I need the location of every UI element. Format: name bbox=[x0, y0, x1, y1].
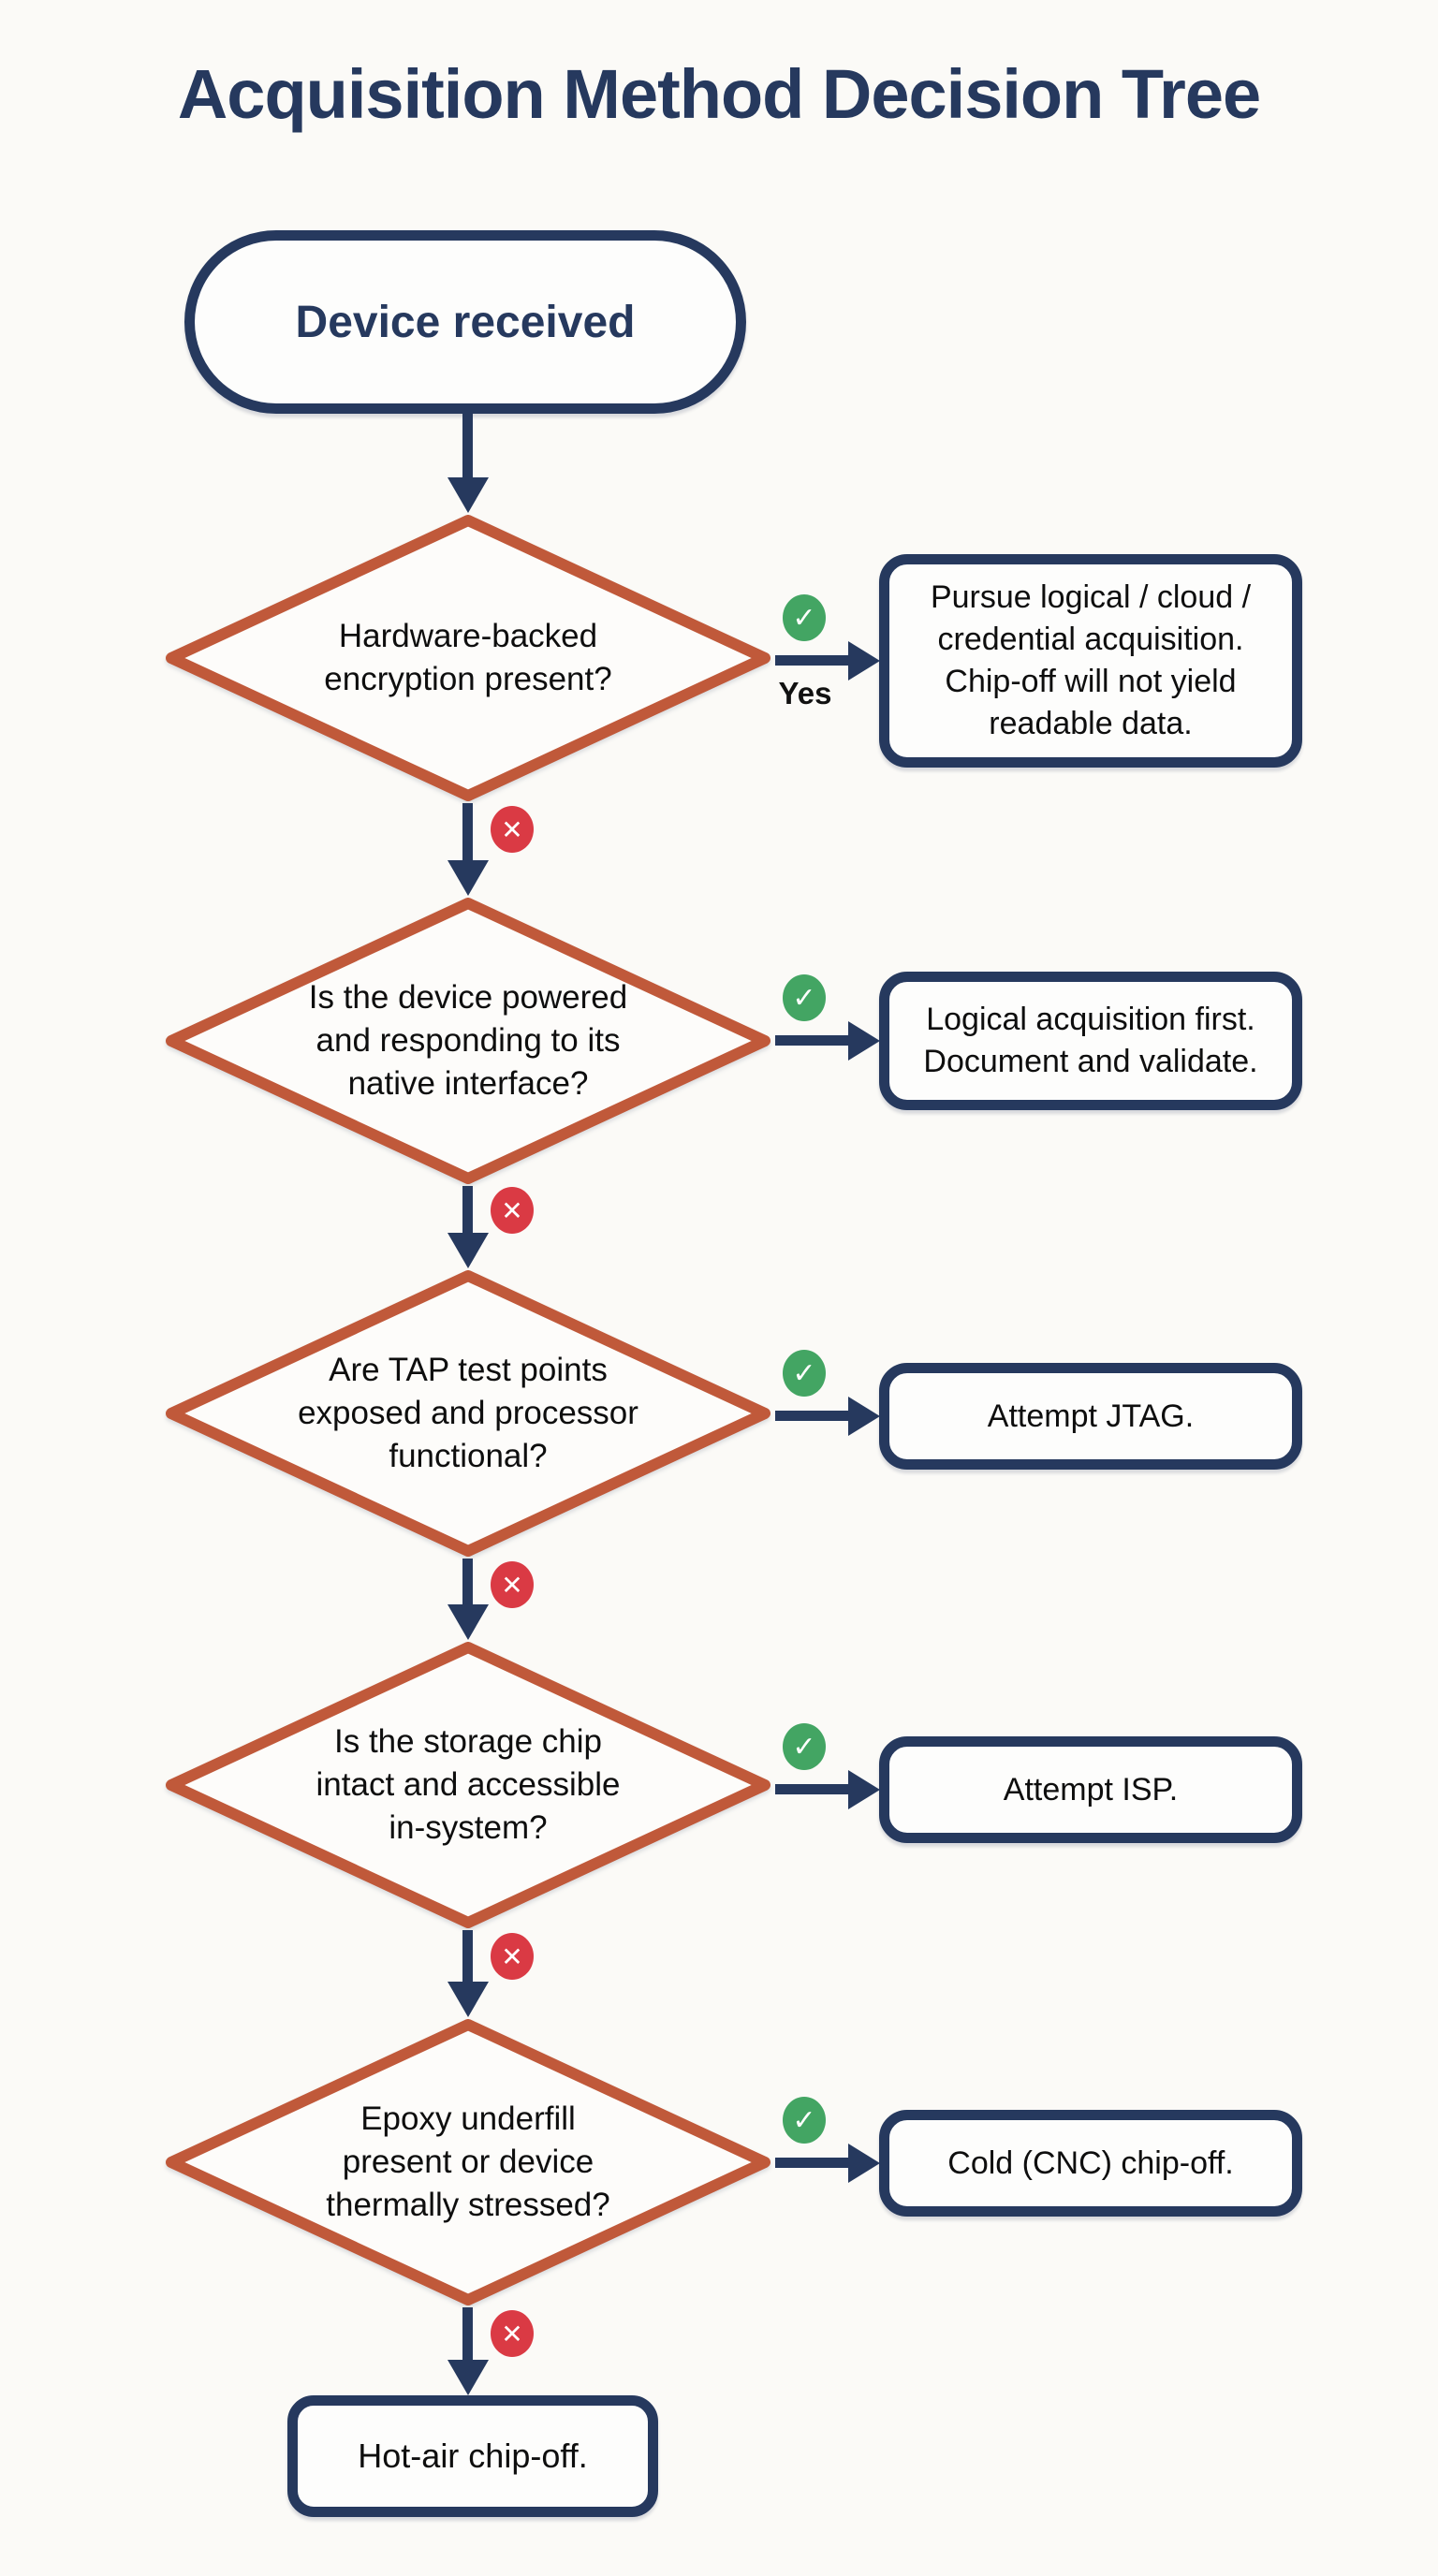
yes-arrow-line bbox=[775, 655, 850, 666]
decision-diamond-4: Is the storage chip intact and accessibl… bbox=[164, 1640, 772, 1930]
no-arrow-head bbox=[448, 2360, 489, 2395]
diamond-outline bbox=[166, 1270, 770, 1557]
no-arrow-head bbox=[448, 1982, 489, 2017]
outcome-box-2: Logical acquisition first. Document and … bbox=[879, 972, 1302, 1110]
diamond-outline bbox=[166, 898, 770, 1184]
diamond-outline bbox=[166, 515, 770, 801]
end-node-label: Hot-air chip-off. bbox=[358, 2437, 588, 2475]
decision-diamond-3: Are TAP test points exposed and processo… bbox=[164, 1268, 772, 1559]
no-arrow-line bbox=[462, 1930, 473, 1982]
x-circle-icon: ✕ bbox=[491, 1187, 534, 1234]
no-arrow-line bbox=[462, 803, 473, 862]
no-arrow-head bbox=[448, 1604, 489, 1640]
decision-question: Hardware-backed encryption present? bbox=[324, 617, 612, 697]
outcome-text: Logical acquisition first. Document and … bbox=[923, 1002, 1258, 1079]
x-circle-icon: ✕ bbox=[491, 1933, 534, 1980]
decision-diamond-1: Hardware-backed encryption present? bbox=[164, 513, 772, 803]
yes-arrow-line bbox=[775, 1784, 850, 1794]
end-node: Hot-air chip-off. bbox=[287, 2395, 658, 2517]
outcome-text: Pursue logical / cloud / credential acqu… bbox=[930, 579, 1252, 741]
no-arrow-head bbox=[448, 1233, 489, 1268]
outcome-box-4: Attempt ISP. bbox=[879, 1736, 1302, 1843]
yes-arrow-head bbox=[848, 1021, 880, 1061]
check-circle-icon: ✓ bbox=[783, 1350, 826, 1397]
x-glyph: ✕ bbox=[501, 1570, 523, 1600]
decision-question: Is the storage chip intact and accessibl… bbox=[315, 1722, 621, 1847]
decision-question: Are TAP test points exposed and processo… bbox=[298, 1351, 638, 1475]
diamond-outline bbox=[166, 2019, 770, 2305]
outcome-text: Attempt JTAG. bbox=[987, 1398, 1195, 1434]
start-node-label: Device received bbox=[295, 297, 636, 347]
yes-arrow-head bbox=[848, 641, 880, 681]
check-circle-icon: ✓ bbox=[783, 594, 826, 641]
x-circle-icon: ✕ bbox=[491, 2310, 534, 2357]
outcome-box-5: Cold (CNC) chip-off. bbox=[879, 2110, 1302, 2217]
x-glyph: ✕ bbox=[501, 2319, 523, 2349]
yes-arrow-line bbox=[775, 2158, 850, 2168]
x-circle-icon: ✕ bbox=[491, 806, 534, 853]
check-circle-icon: ✓ bbox=[783, 1723, 826, 1770]
decision-diamond-5: Epoxy underfill present or device therma… bbox=[164, 2017, 772, 2307]
x-glyph: ✕ bbox=[501, 814, 523, 844]
decision-diamond-2: Is the device powered and responding to … bbox=[164, 896, 772, 1186]
x-glyph: ✕ bbox=[501, 1941, 523, 1971]
check-circle-icon: ✓ bbox=[783, 974, 826, 1021]
check-circle-icon: ✓ bbox=[783, 2097, 826, 2144]
no-arrow-line bbox=[462, 1186, 473, 1233]
decision-question: Is the device powered and responding to … bbox=[308, 978, 628, 1103]
yes-arrow-line bbox=[775, 1035, 850, 1046]
outcome-box-3: Attempt JTAG. bbox=[879, 1363, 1302, 1470]
no-arrow-line bbox=[462, 1559, 473, 1604]
check-glyph: ✓ bbox=[792, 1357, 816, 1389]
yes-arrow-head bbox=[848, 1770, 880, 1809]
flow-arrow-line bbox=[462, 414, 473, 479]
yes-arrow-head bbox=[848, 1397, 880, 1436]
outcome-box-1: Pursue logical / cloud / credential acqu… bbox=[879, 554, 1302, 768]
check-glyph: ✓ bbox=[792, 1731, 816, 1763]
yes-arrow-head bbox=[848, 2144, 880, 2183]
page-title: Acquisition Method Decision Tree bbox=[177, 55, 1261, 133]
x-circle-icon: ✕ bbox=[491, 1561, 534, 1608]
diamond-outline bbox=[166, 1642, 770, 1928]
flow-arrow-head bbox=[448, 477, 489, 513]
check-glyph: ✓ bbox=[792, 982, 816, 1014]
outcome-text: Cold (CNC) chip-off. bbox=[947, 2144, 1234, 2181]
start-node: Device received bbox=[184, 230, 746, 414]
x-glyph: ✕ bbox=[501, 1195, 523, 1225]
yes-arrow-line bbox=[775, 1411, 850, 1421]
decision-question: Epoxy underfill present or device therma… bbox=[326, 2100, 610, 2224]
check-glyph: ✓ bbox=[792, 2104, 816, 2136]
check-glyph: ✓ bbox=[792, 602, 816, 634]
yes-label: Yes bbox=[778, 676, 832, 710]
no-arrow-line bbox=[462, 2307, 473, 2360]
no-arrow-head bbox=[448, 860, 489, 896]
outcome-text: Attempt ISP. bbox=[1003, 1771, 1179, 1808]
